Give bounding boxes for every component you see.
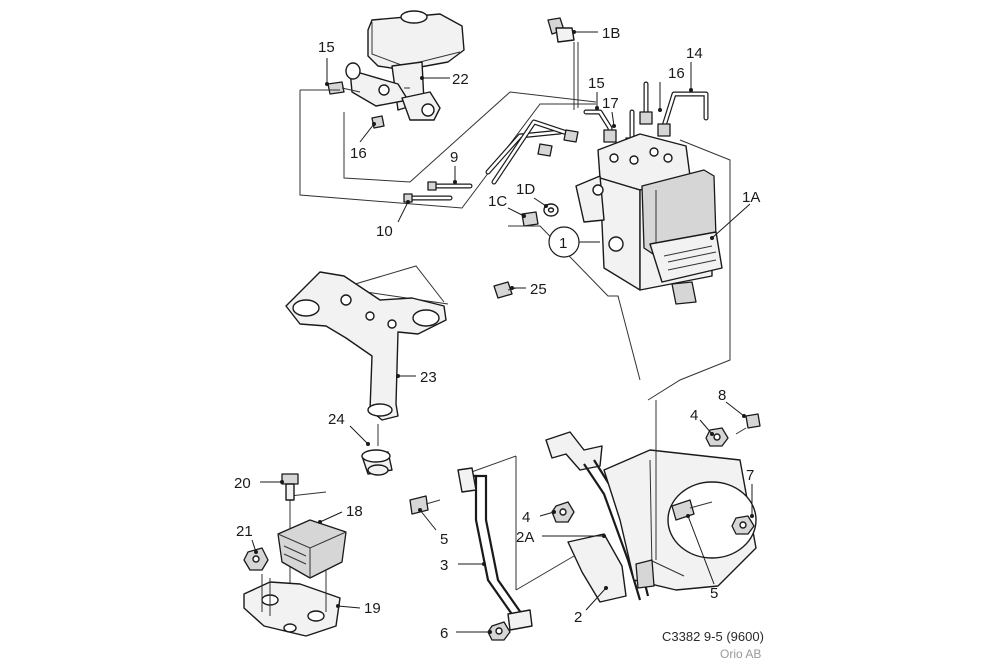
label-9: 9 bbox=[450, 149, 458, 166]
company-name: Orio AB bbox=[720, 647, 761, 661]
abs-modulator bbox=[575, 133, 731, 401]
pressure-sensor-1b bbox=[547, 17, 579, 110]
label-15-top: 15 bbox=[588, 75, 605, 92]
label-2: 2 bbox=[574, 609, 582, 626]
drawing-code: C3382 9-5 (9600) bbox=[662, 629, 764, 644]
bolt-8 bbox=[735, 413, 761, 435]
caption: C3382 9-5 (9600) Orio AB bbox=[662, 629, 764, 661]
nut-7 bbox=[731, 515, 755, 535]
leader-lines bbox=[251, 30, 754, 634]
label-21: 21 bbox=[236, 523, 253, 540]
label-17: 17 bbox=[602, 95, 619, 112]
screw-1c-washer-1d bbox=[508, 203, 641, 381]
label-8: 8 bbox=[718, 387, 726, 404]
brake-pipes-9-10 bbox=[403, 181, 473, 203]
holder-2 bbox=[545, 400, 757, 603]
label-6: 6 bbox=[440, 625, 448, 642]
label-20: 20 bbox=[234, 475, 251, 492]
label-19: 19 bbox=[364, 600, 381, 617]
label-5-left: 5 bbox=[440, 531, 448, 548]
label-2a: 2A bbox=[516, 529, 534, 546]
label-7: 7 bbox=[746, 467, 754, 484]
bracket-23 bbox=[285, 265, 449, 421]
label-16-top: 16 bbox=[668, 65, 685, 82]
callout-circle-1 bbox=[548, 226, 600, 258]
strut-3 bbox=[457, 455, 575, 631]
label-1c: 1C bbox=[488, 193, 507, 210]
label-23: 23 bbox=[420, 369, 437, 386]
bolt-20 bbox=[281, 473, 299, 501]
sensor-bracket-19 bbox=[243, 491, 341, 637]
rubber-bush-24 bbox=[361, 424, 393, 476]
label-25: 25 bbox=[530, 281, 547, 298]
label-1d: 1D bbox=[516, 181, 535, 198]
label-1: 1 bbox=[559, 235, 567, 252]
label-10: 10 bbox=[376, 223, 393, 240]
brake-pipes-to-modulator bbox=[485, 119, 579, 185]
reference-labels: 15 22 16 9 10 1B 14 16 15 17 1D 1C 1 1A … bbox=[234, 25, 760, 642]
label-1a: 1A bbox=[742, 189, 760, 206]
label-4-upper: 4 bbox=[690, 407, 698, 424]
label-4-lower: 4 bbox=[522, 509, 530, 526]
label-24: 24 bbox=[328, 411, 345, 428]
banjo-bolts-15-16 bbox=[341, 87, 361, 93]
brake-pipes-top bbox=[583, 81, 709, 153]
master-cylinder bbox=[327, 10, 465, 129]
label-16: 16 bbox=[350, 145, 367, 162]
label-5-right: 5 bbox=[710, 585, 718, 602]
bolt-25 bbox=[493, 281, 517, 299]
bolt-5-left bbox=[409, 495, 441, 515]
label-3: 3 bbox=[440, 557, 448, 574]
label-15: 15 bbox=[318, 39, 335, 56]
label-22: 22 bbox=[452, 71, 469, 88]
yaw-sensor-18 bbox=[261, 519, 347, 616]
label-18: 18 bbox=[346, 503, 363, 520]
label-1b: 1B bbox=[602, 25, 620, 42]
nut-21 bbox=[243, 547, 269, 571]
label-14: 14 bbox=[686, 45, 703, 62]
pipe-outline-frame bbox=[299, 87, 597, 209]
